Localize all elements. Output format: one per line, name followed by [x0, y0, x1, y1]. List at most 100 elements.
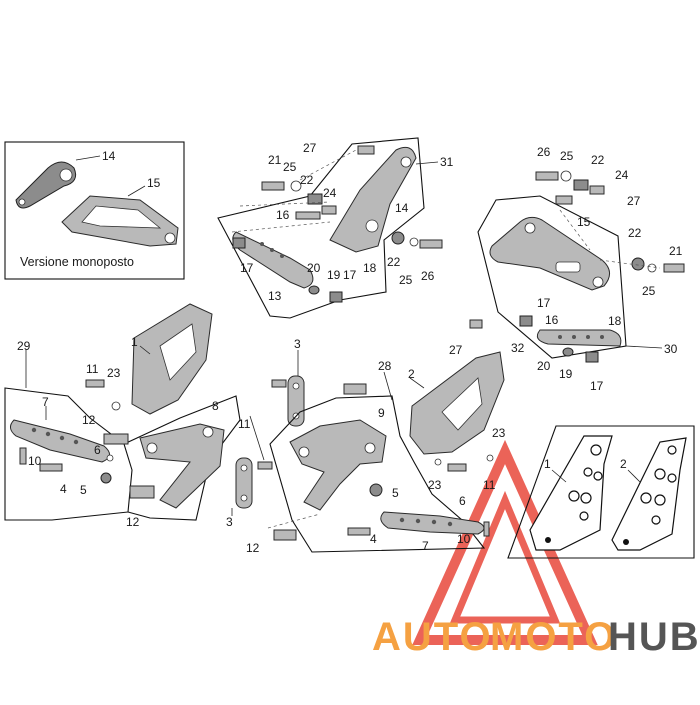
group-31-frame	[217, 137, 425, 319]
plate-hole	[593, 471, 603, 481]
label-8: 8	[212, 399, 219, 413]
plate-hole	[580, 492, 592, 504]
washer-25b	[409, 237, 419, 247]
watermark-text: AUTO MOTO HUB	[372, 615, 700, 659]
tread	[280, 254, 284, 258]
pin-10b	[483, 521, 490, 537]
bushing-22c	[573, 179, 589, 191]
footpeg-32-part	[536, 329, 622, 347]
watermark-auto: AUTO	[372, 615, 493, 659]
label-2b: 2	[620, 457, 627, 471]
label-31: 31	[440, 155, 454, 169]
clip-6	[106, 454, 114, 462]
hanger-hole	[592, 276, 604, 288]
plates-frame	[507, 425, 695, 559]
tread	[558, 335, 562, 339]
washer-25c	[560, 170, 572, 182]
alignment-line	[231, 221, 331, 233]
label-15: 15	[147, 176, 161, 190]
hanger-hole	[364, 442, 376, 454]
label-3: 3	[294, 337, 301, 351]
hanger-15-part	[489, 216, 610, 291]
label-32: 32	[511, 341, 525, 355]
label-18b: 18	[608, 314, 622, 328]
connecting-links: 3 11 3	[226, 337, 305, 529]
label-6: 6	[94, 443, 101, 457]
tread	[600, 335, 604, 339]
bolt-26b	[535, 171, 559, 181]
alignment-line	[299, 149, 357, 181]
hanger-bracket-part	[329, 146, 417, 253]
label-27b: 27	[627, 194, 641, 208]
leader-line	[625, 345, 663, 349]
bracket-hole	[59, 168, 73, 182]
label-16b: 16	[545, 313, 559, 327]
link-hole	[292, 382, 300, 390]
passenger-footpeg-left-group: 29 1 11 23 7 12 8 10 6 4 5 12	[4, 303, 241, 529]
guard-cutout	[441, 377, 483, 431]
label-7: 7	[42, 395, 49, 409]
hanger-hole	[202, 426, 214, 438]
bolt-26	[419, 239, 443, 249]
label-17: 17	[240, 261, 254, 275]
watermark-moto: MOTO	[490, 615, 617, 659]
tread	[447, 521, 453, 527]
label-25d: 25	[642, 284, 656, 298]
plate-hole	[164, 232, 176, 244]
tread	[260, 242, 264, 246]
label-9: 9	[378, 406, 385, 420]
label-26: 26	[421, 269, 435, 283]
plate-hole	[568, 490, 580, 502]
label-16: 16	[276, 208, 290, 222]
plate-cutout	[81, 205, 162, 229]
plate-hole	[667, 445, 677, 455]
tread	[270, 248, 274, 252]
label-11: 11	[86, 362, 99, 376]
group-30-frame	[477, 195, 627, 359]
leader-line	[627, 469, 641, 483]
label-17b: 17	[343, 268, 357, 282]
label-22c: 22	[591, 153, 605, 167]
plate-hole	[640, 492, 652, 504]
label-15b: 15	[577, 215, 591, 229]
label-3b: 3	[226, 515, 233, 529]
leader-line	[139, 345, 151, 355]
passenger-footpeg-right-group: 28 9 2 23 11 23 5 6 10 4 7 12	[246, 351, 506, 555]
spacer-17c	[519, 315, 533, 327]
washer-23c	[486, 454, 494, 462]
rider-footpeg-right-group: 26 25 22 24 27 15 22 21 25 17 16 18 32 2…	[449, 145, 685, 393]
pin-16	[295, 211, 321, 220]
label-20: 20	[307, 261, 321, 275]
label-14b: 14	[395, 201, 409, 215]
group-29-frame	[4, 387, 133, 521]
tread	[31, 427, 37, 433]
pin-24b	[589, 185, 605, 195]
bolt-12d	[343, 383, 367, 395]
washer-25d	[647, 263, 657, 273]
plate-hole	[651, 515, 661, 525]
leader-line	[75, 155, 101, 161]
leader-line	[409, 377, 425, 389]
label-11b: 11	[238, 417, 251, 431]
label-27c: 27	[449, 343, 463, 357]
label-12b: 12	[126, 515, 140, 529]
alignment-line	[599, 259, 661, 269]
inset-frame	[4, 141, 185, 280]
label-19: 19	[327, 268, 341, 282]
hanger-hole	[146, 442, 158, 454]
watermark-hub: HUB	[608, 615, 700, 659]
spacer-17	[329, 291, 343, 303]
link-3-upper	[287, 375, 305, 427]
leader-line	[249, 415, 265, 461]
plate-rivet	[545, 537, 551, 543]
hanger-hole	[524, 222, 536, 234]
plate-hole	[667, 473, 677, 483]
tread	[431, 519, 437, 525]
label-17d: 17	[590, 379, 604, 393]
label-27: 27	[303, 141, 317, 155]
tread	[586, 335, 590, 339]
pin-4	[39, 463, 63, 472]
label-21: 21	[268, 153, 282, 167]
label-21b: 21	[669, 244, 683, 258]
